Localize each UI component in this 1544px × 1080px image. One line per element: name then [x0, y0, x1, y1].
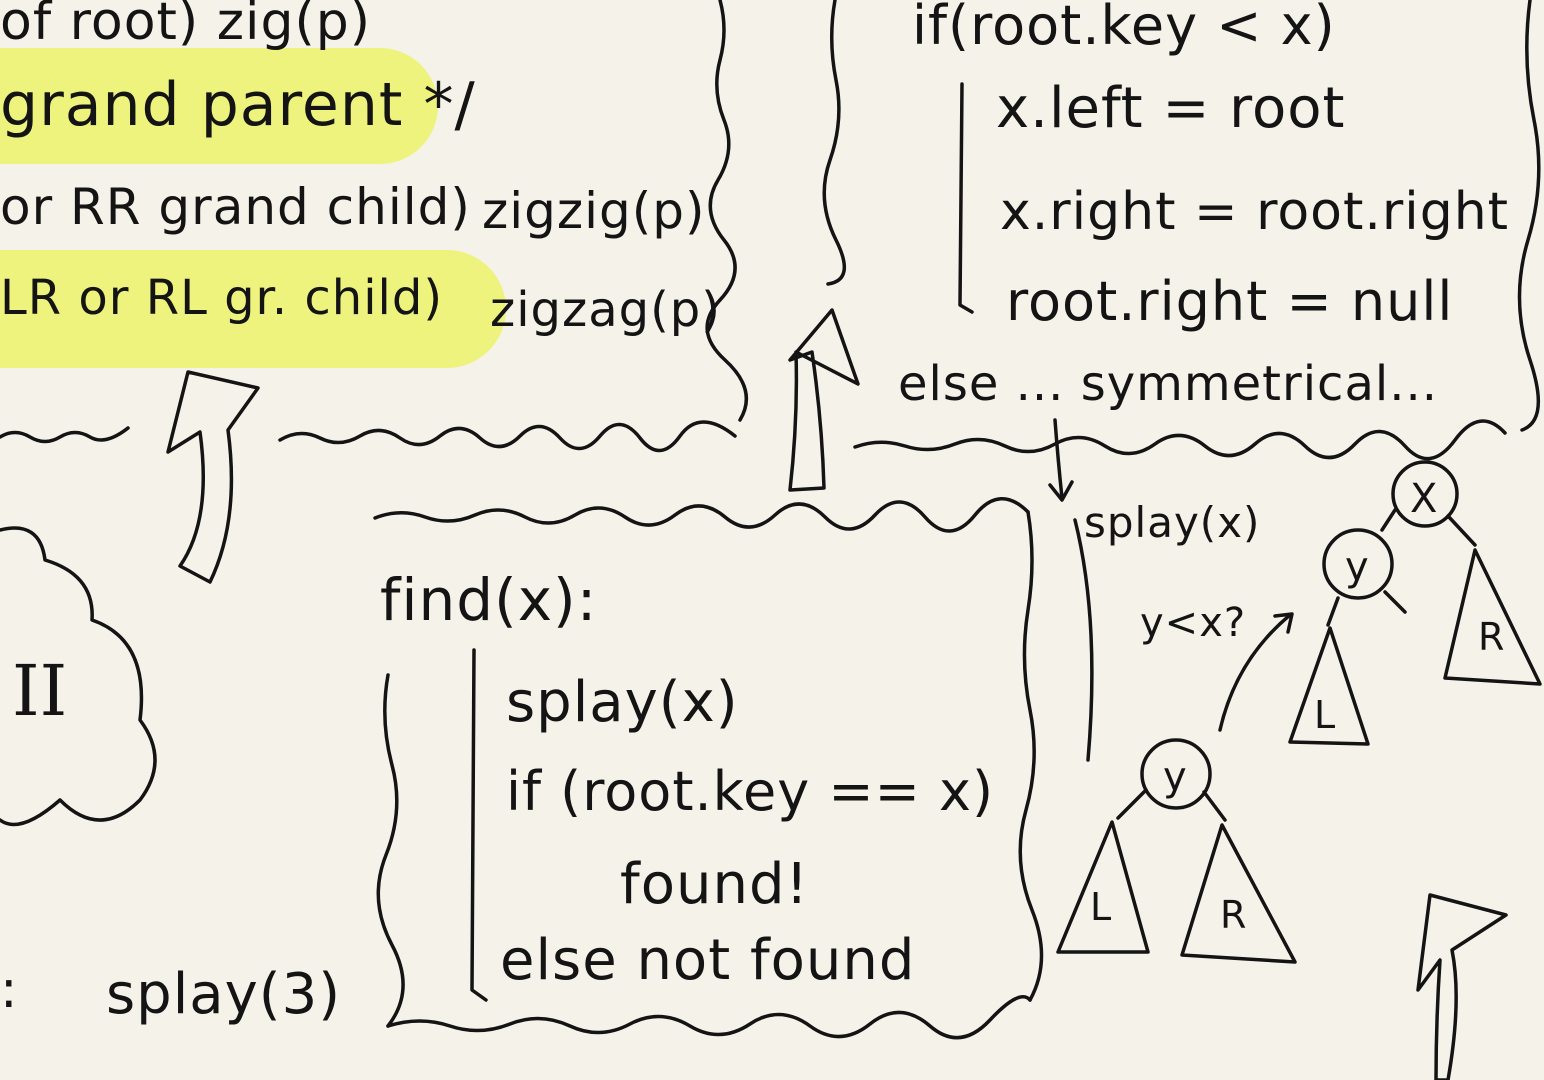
edge-x-to-y	[1380, 508, 1397, 532]
find-box-right	[1018, 510, 1044, 1002]
subtree-r-bottom-label: R	[1220, 893, 1246, 937]
subtree-r-bottom	[1180, 823, 1297, 964]
find-box-top	[373, 497, 1030, 533]
subtree-r-top-label: R	[1478, 615, 1504, 659]
edge-y-to-l	[1326, 596, 1340, 627]
arrow-up-middle	[788, 308, 860, 492]
find-splay-call: splay(x)	[506, 670, 739, 735]
subtree-l-bottom-label: L	[1090, 885, 1111, 929]
cloud-shape	[0, 526, 157, 827]
divider-upper-middle	[278, 420, 737, 453]
find-else-not-found: else not found	[500, 928, 916, 993]
bottom-splay-3: splay(3)	[106, 962, 342, 1027]
subtree-l-bottom	[1056, 820, 1150, 954]
code-if-root-key-less: if(root.key < x)	[912, 0, 1336, 57]
divider-upper-right	[853, 419, 1507, 461]
tree-question-y-less-x: y<x?	[1140, 600, 1247, 646]
edge-x-to-r	[1446, 514, 1477, 547]
node-x-circle	[1391, 460, 1459, 528]
arrow-up-bottom-right	[1416, 893, 1508, 1080]
box-right-right-edge	[1517, 0, 1541, 432]
code-else-symmetrical: else ... symmetrical...	[898, 356, 1438, 412]
highlight-grand-parent	[0, 48, 438, 164]
splay-curve	[1073, 518, 1094, 762]
node-y-top-label: y	[1345, 544, 1369, 590]
code-call-zigzig: zigzig(p)	[482, 182, 706, 240]
code-line-lr-gr-child: LR or RL gr. child)	[0, 270, 444, 326]
code-line-rr-grand-child: or RR grand child)	[0, 178, 471, 236]
subtree-l-top-label: L	[1314, 693, 1335, 737]
find-header: find(x):	[380, 566, 598, 634]
edge-y-to-l-bottom	[1116, 788, 1148, 820]
arrowhead-y-to-top-tree	[1273, 612, 1294, 634]
node-y-top-circle	[1322, 528, 1394, 600]
code-line-zig: of root) zig(p)	[0, 0, 372, 52]
node-y-bottom-label: y	[1163, 754, 1187, 800]
node-y-bottom-circle	[1140, 738, 1212, 810]
code-call-zigzag: zigzag(p)	[490, 282, 721, 338]
edge-y-to-stub	[1383, 590, 1407, 614]
highlight-gr-child	[0, 250, 506, 368]
bottom-colon: :	[0, 960, 19, 1020]
node-x-label: X	[1410, 476, 1437, 522]
cloud-roman-numeral: II	[12, 650, 68, 732]
find-bracket	[470, 648, 488, 1002]
arrow-y-to-top-tree	[1218, 613, 1292, 732]
box-right-left-edge	[822, 0, 846, 286]
if-bracket	[958, 82, 974, 314]
box-left-wavy-vertical	[705, 0, 749, 422]
find-if-root-key-equals: if (root.key == x)	[506, 760, 995, 823]
find-box-left	[376, 673, 405, 1028]
find-found: found!	[620, 852, 809, 917]
code-line-grand-parent: grand parent */	[0, 70, 476, 140]
code-x-left: x.left = root	[996, 76, 1346, 141]
arrow-down-to-splay	[1053, 418, 1064, 500]
divider-upper-left	[0, 426, 130, 444]
code-x-right: x.right = root.right	[1000, 182, 1510, 242]
find-box-bottom	[386, 995, 1032, 1040]
code-root-right-null: root.right = null	[1006, 270, 1454, 333]
tree-splay-label: splay(x)	[1084, 498, 1261, 547]
arrowhead-down-to-splay	[1048, 480, 1074, 502]
edge-y-to-r-bottom	[1202, 790, 1227, 822]
arrow-up-left	[166, 370, 260, 584]
subtree-r-top	[1443, 548, 1542, 686]
subtree-l-top	[1288, 626, 1370, 746]
